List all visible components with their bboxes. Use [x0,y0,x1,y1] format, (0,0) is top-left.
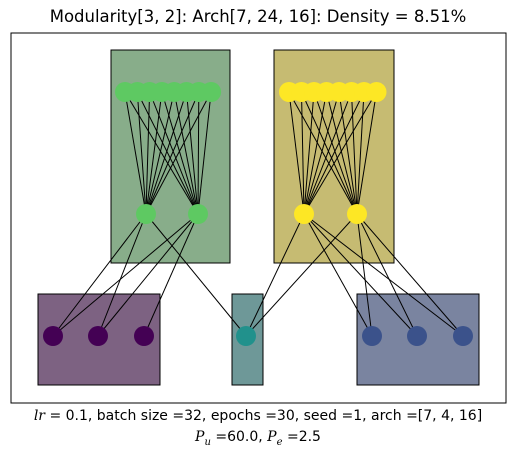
edge-hidden-output [145,91,212,215]
edge-hidden-output [301,91,358,215]
edge-hidden-output [303,91,315,215]
edge-hidden-output [351,91,358,215]
edge-input-hidden [97,213,199,337]
edge-hidden-output [124,91,199,215]
input-node [88,326,108,346]
edge-input-hidden [356,213,418,337]
edge-hidden-output [145,91,200,215]
edge-hidden-output [356,91,377,215]
edge-input-hidden [145,213,247,337]
neuron-nodes [43,82,473,346]
connection-edges [52,91,464,337]
pe-value: =2.5 [282,429,321,445]
edge-hidden-output [326,91,358,215]
plot-frame [10,32,507,404]
edge-input-hidden [52,213,199,337]
edge-hidden-output [303,91,340,215]
edge-hidden-output [136,91,147,215]
edge-input-hidden [356,213,373,337]
caption-line-2: Pu =60.0, Pe =2.5 [0,429,516,448]
pu-symbol: P [195,429,205,445]
hidden-node [294,204,314,224]
caption-line-1: lr = 0.1, batch size =32, epochs =30, se… [0,408,516,424]
input-node [43,326,63,346]
edge-hidden-output [145,91,151,215]
input-node [407,326,427,346]
edge-hidden-output [303,91,365,215]
edge-hidden-output [136,91,199,215]
edge-input-hidden [143,213,199,337]
edge-input-hidden [52,213,147,337]
pu-subscript: u [204,436,211,448]
edge-hidden-output [173,91,199,215]
edge-input-hidden [356,213,464,337]
edge-hidden-output [303,91,377,215]
plot-title: Modularity[3, 2]: Arch[7, 24, 16]: Densi… [49,7,467,26]
edge-hidden-output [303,91,327,215]
output-node [201,82,222,102]
hidden-node [188,204,208,224]
input-node [453,326,473,346]
edge-hidden-output [145,91,187,215]
edge-hidden-output [356,91,365,215]
edge-input-hidden [303,213,418,337]
output-node [366,82,387,102]
pu-value: =60.0, [210,429,268,445]
module-box-top-right [273,49,395,264]
edge-hidden-output [145,91,163,215]
edge-hidden-output [303,91,352,215]
edge-hidden-output [288,91,305,215]
input-node [134,326,154,346]
edge-input-hidden [245,213,358,337]
lr-symbol: lr [33,408,45,424]
input-node [362,326,382,346]
edge-hidden-output [197,91,212,215]
edge-hidden-output [338,91,358,215]
pe-symbol: P [267,429,277,445]
edge-input-hidden [303,213,373,337]
pe-subscript: e [276,436,283,448]
edge-input-hidden [303,213,464,337]
edge-hidden-output [197,91,200,215]
edge-hidden-output [161,91,199,215]
edge-input-hidden [245,213,305,337]
edge-hidden-output [301,91,305,215]
hidden-node [347,204,367,224]
edge-hidden-output [124,91,147,215]
caption-hyperparams: = 0.1, batch size =32, epochs =30, seed … [45,408,483,424]
edge-input-hidden [97,213,147,337]
edge-hidden-output [149,91,199,215]
hidden-node [136,204,156,224]
edge-hidden-output [288,91,358,215]
edge-hidden-output [313,91,358,215]
edge-hidden-output [186,91,199,215]
input-node [236,326,256,346]
edge-hidden-output [145,91,175,215]
